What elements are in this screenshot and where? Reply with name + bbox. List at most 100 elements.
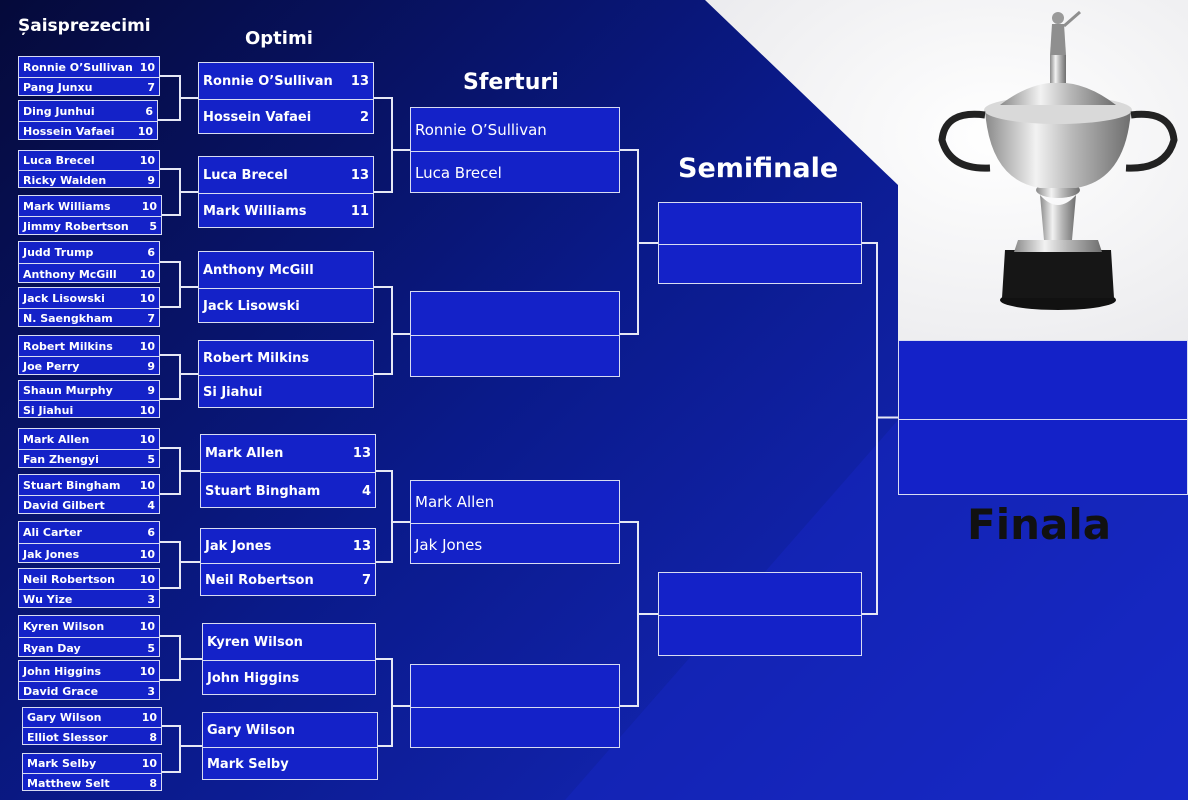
player-name: Stuart Bingham (23, 478, 121, 492)
player-score: 10 (139, 60, 155, 74)
connector-lines (158, 75, 898, 773)
player-score: 7 (147, 81, 155, 94)
connector-qf-2 (620, 521, 658, 707)
player-score: 7 (147, 312, 155, 325)
player-row: Gary Wilson (203, 713, 377, 747)
player-score: 10 (141, 199, 157, 213)
player-name: Hossein Vafaei (23, 125, 115, 138)
player-row (411, 665, 619, 707)
player-name: Jak Jones (205, 538, 272, 554)
final-heading: Finala (967, 500, 1112, 549)
player-name: Wu Yize (23, 593, 73, 606)
player-name: Neil Robertson (205, 573, 314, 588)
trophy-icon (938, 10, 1178, 310)
player-score: 3 (147, 685, 155, 698)
final-match-1 (898, 340, 1188, 495)
qf-match-4 (410, 664, 620, 748)
player-name: Mark Allen (205, 446, 284, 461)
player-name: Elliot Slessor (27, 730, 108, 744)
player-row (411, 292, 619, 335)
player-score: 10 (139, 154, 155, 167)
connector-r16-1 (158, 75, 198, 121)
player-name: Kyren Wilson (207, 634, 303, 650)
player-name: Jack Lisowski (203, 299, 300, 314)
player-row (659, 203, 861, 244)
player-name: Mark Allen (23, 432, 90, 446)
player-score: 13 (352, 538, 371, 554)
player-name: Mark Selby (27, 757, 97, 770)
sf-match-2 (658, 572, 862, 656)
connector-r16-6 (160, 541, 200, 589)
player-score: 13 (352, 446, 371, 461)
player-row (411, 707, 619, 749)
player-row: Luca Brecel (411, 151, 619, 194)
connector-r8-4 (376, 658, 410, 747)
player-row: Si Jiahui (199, 375, 373, 409)
player-row: Mark Allen (411, 481, 619, 523)
player-row: Mark Selby (203, 747, 377, 781)
player-score: 7 (361, 573, 371, 588)
player-score: 9 (147, 384, 155, 397)
r16-heading: Șaisprezecimi (18, 16, 151, 36)
player-row: Neil Robertson 7 (201, 563, 375, 597)
player-name: Gary Wilson (27, 711, 102, 724)
player-name: Jak Jones (415, 535, 483, 554)
player-row: Mark Allen 13 (201, 435, 375, 472)
player-score: 10 (139, 572, 155, 586)
player-row: Anthony McGill (199, 252, 373, 288)
player-row: John Higgins (203, 660, 375, 696)
player-name: Ali Carter (23, 526, 82, 539)
player-row (659, 244, 861, 285)
connector-r8-2 (374, 286, 410, 375)
player-score: 5 (149, 220, 157, 233)
player-name: Ding Junhui (23, 104, 95, 118)
player-name: Mark Williams (203, 204, 307, 219)
player-score: 10 (139, 339, 155, 353)
player-name: Ronnie O’Sullivan (203, 73, 333, 89)
player-row (899, 341, 1187, 419)
player-name: Mark Selby (207, 757, 289, 772)
player-score: 10 (139, 664, 155, 678)
player-score: 4 (361, 483, 371, 499)
player-score: 6 (147, 246, 155, 259)
player-score: 3 (147, 593, 155, 606)
player-row (659, 573, 861, 615)
player-name: Luca Brecel (415, 164, 502, 182)
